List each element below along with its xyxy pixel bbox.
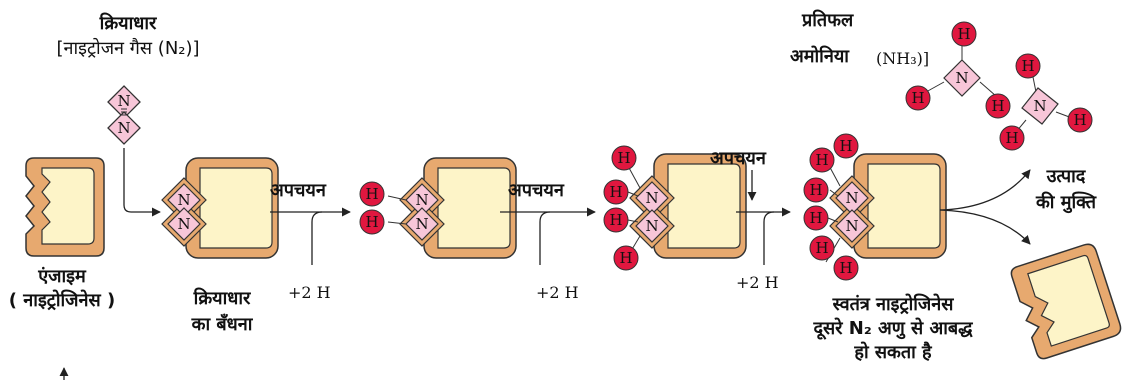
hydrogen-atom-label: H (619, 249, 632, 267)
product-label-line1: प्रतिफल (802, 10, 854, 31)
plus-2h-label-1: +2 H (288, 283, 331, 302)
nitrogen-atom-label: N (1033, 97, 1046, 115)
hydrogen-atom-label: H (957, 25, 970, 43)
free-enzyme-label-line2: दूसरे N₂ अणु से आबद्ध (813, 318, 973, 339)
nitrogen-atom-label: N (415, 191, 428, 209)
substrate-label-line2: [नाइट्रोजन गैस (N₂)] (56, 38, 200, 59)
hydrogen-atom-label: H (1005, 129, 1018, 147)
reduction-label-3: अपचयन (710, 148, 766, 169)
hydrogen-atom-label: H (1021, 57, 1034, 75)
product-formula: (NH₃)] (876, 49, 930, 68)
substrate-label-line1: क्रियाधार (99, 13, 157, 34)
product-release-arrow (939, 169, 1031, 211)
nitrogen-atom-label: N (845, 217, 858, 235)
hydrogen-input-arrow-3b (763, 211, 775, 265)
binding-label-line2: का बँधना (191, 314, 253, 335)
product-label-line2: अमोनिया (790, 46, 849, 67)
free-enzyme-label-line3: हो सकता है (854, 342, 932, 363)
hydrogen-atom-label: H (617, 149, 630, 167)
enzyme-nitrogenase-2: N N (161, 157, 279, 259)
hydrogen-input-arrow-1 (311, 211, 323, 265)
hydrogen-atom-label: H (815, 151, 828, 169)
nitrogen-atom-label: N (955, 69, 968, 87)
binding-arrow (123, 148, 161, 217)
hydrogen-atom-label: H (609, 183, 622, 201)
enzyme-release-arrow (939, 209, 1031, 245)
hydrogen-atom-label: H (809, 209, 822, 227)
reduction-label-2: अपचयन (508, 180, 564, 201)
enzyme-nitrogenase-3: N N H H (359, 157, 517, 259)
hydrogen-input-arrow-2 (539, 211, 551, 265)
free-enzyme-label-line1: स्वतंत्र नाइट्रोजिनेस (832, 294, 954, 315)
hydrogen-atom-label: H (609, 211, 622, 229)
nitrogen-atom-label: N (845, 189, 858, 207)
released-nitrogenase (1010, 243, 1122, 360)
hydrogen-atom-label: H (991, 97, 1004, 115)
nitrogen-atom-label: N (177, 191, 190, 209)
release-label-line1: उत्पाद (1046, 166, 1086, 187)
enzyme-nitrogenase-4: N N H H H H (603, 145, 747, 271)
hydrogen-atom-label: H (365, 185, 378, 203)
hydrogen-atom-label: H (1073, 111, 1086, 129)
nitrogen-atom-label: N (117, 92, 130, 110)
release-label-line2: की मुक्ति (1035, 192, 1097, 213)
ammonia-molecule-2: N H H H (999, 53, 1093, 151)
n2-molecule: N N (107, 85, 141, 145)
hydrogen-atom-label: H (809, 181, 822, 199)
hydrogen-atom-label: H (839, 137, 852, 155)
hydrogen-atom-label: H (365, 213, 378, 231)
nitrogen-atom-label: N (177, 215, 190, 233)
reduction-label-1: अपचयन (270, 180, 326, 201)
plus-2h-label-3: +2 H (736, 273, 779, 292)
ammonia-molecule-1: N H H H (905, 21, 1011, 119)
hydrogen-atom-label: H (815, 239, 828, 257)
enzyme-nitrogenase-1 (25, 157, 105, 257)
enzyme-label-line1: एंजाइम (38, 266, 86, 287)
nitrogen-atom-label: N (415, 215, 428, 233)
hydrogen-atom-label: H (839, 259, 852, 277)
nitrogen-atom-label: N (645, 217, 658, 235)
binding-label-line1: क्रियाधार (193, 288, 251, 309)
enzyme-nitrogenase-5: N N H H H H H H (803, 133, 947, 281)
nitrogen-atom-label: N (117, 119, 130, 137)
enzyme-label-line2: ( नाइट्रोजिनेस ) (8, 290, 116, 311)
plus-2h-label-2: +2 H (536, 283, 579, 302)
nitrogen-atom-label: N (645, 189, 658, 207)
hydrogen-atom-label: H (911, 89, 924, 107)
